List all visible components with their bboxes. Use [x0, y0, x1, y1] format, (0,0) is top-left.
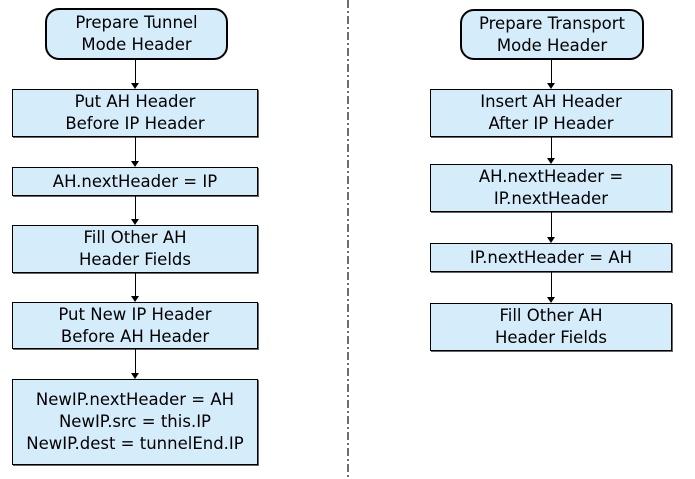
arrow-down-icon — [547, 272, 556, 303]
node-ah-nextheader-equals-ip: AH.nextHeader = IP — [12, 167, 258, 196]
node-put-new-ip-header-before-ah-header: Put New IP Header Before AH Header — [12, 302, 258, 349]
node-label: Fill Other AH Header Fields — [494, 306, 607, 347]
arrow-down-icon — [547, 212, 556, 243]
arrow-down-icon — [131, 137, 140, 167]
arrow-down-icon — [131, 60, 140, 89]
node-label: Prepare Tunnel Mode Header — [75, 13, 198, 54]
node-label: Insert AH Header After IP Header — [480, 92, 622, 133]
node-prepare-tunnel-mode-header: Prepare Tunnel Mode Header — [45, 8, 228, 60]
arrow-down-icon — [547, 60, 556, 89]
node-label: Fill Other AH Header Fields — [78, 228, 191, 269]
arrow-down-icon — [131, 196, 140, 225]
node-label: Put AH Header Before IP Header — [65, 92, 205, 133]
node-ah-nextheader-equals-ip-nextheader: AH.nextHeader = IP.nextHeader — [430, 164, 672, 212]
node-label: Put New IP Header Before AH Header — [58, 304, 212, 346]
node-fill-other-ah-header-fields-transport: Fill Other AH Header Fields — [430, 303, 672, 351]
node-label: AH.nextHeader = IP.nextHeader — [478, 167, 624, 208]
node-newip-field-assignments: NewIP.nextHeader = AH NewIP.src = this.I… — [12, 379, 258, 465]
arrow-down-icon — [131, 349, 140, 379]
node-label: IP.nextHeader = AH — [469, 247, 633, 267]
node-fill-other-ah-header-fields-tunnel: Fill Other AH Header Fields — [12, 225, 258, 273]
arrow-down-icon — [547, 137, 556, 164]
node-put-ah-header-before-ip-header: Put AH Header Before IP Header — [12, 89, 258, 137]
node-label: NewIP.nextHeader = AH NewIP.src = this.I… — [26, 390, 244, 453]
arrow-down-icon — [131, 273, 140, 302]
node-label: AH.nextHeader = IP — [52, 171, 218, 191]
node-prepare-transport-mode-header: Prepare Transport Mode Header — [460, 9, 644, 60]
node-insert-ah-header-after-ip-header: Insert AH Header After IP Header — [430, 89, 672, 137]
node-ip-nextheader-equals-ah: IP.nextHeader = AH — [430, 243, 672, 272]
node-label: Prepare Transport Mode Header — [478, 13, 626, 55]
dash-dot-divider-line — [347, 0, 349, 479]
